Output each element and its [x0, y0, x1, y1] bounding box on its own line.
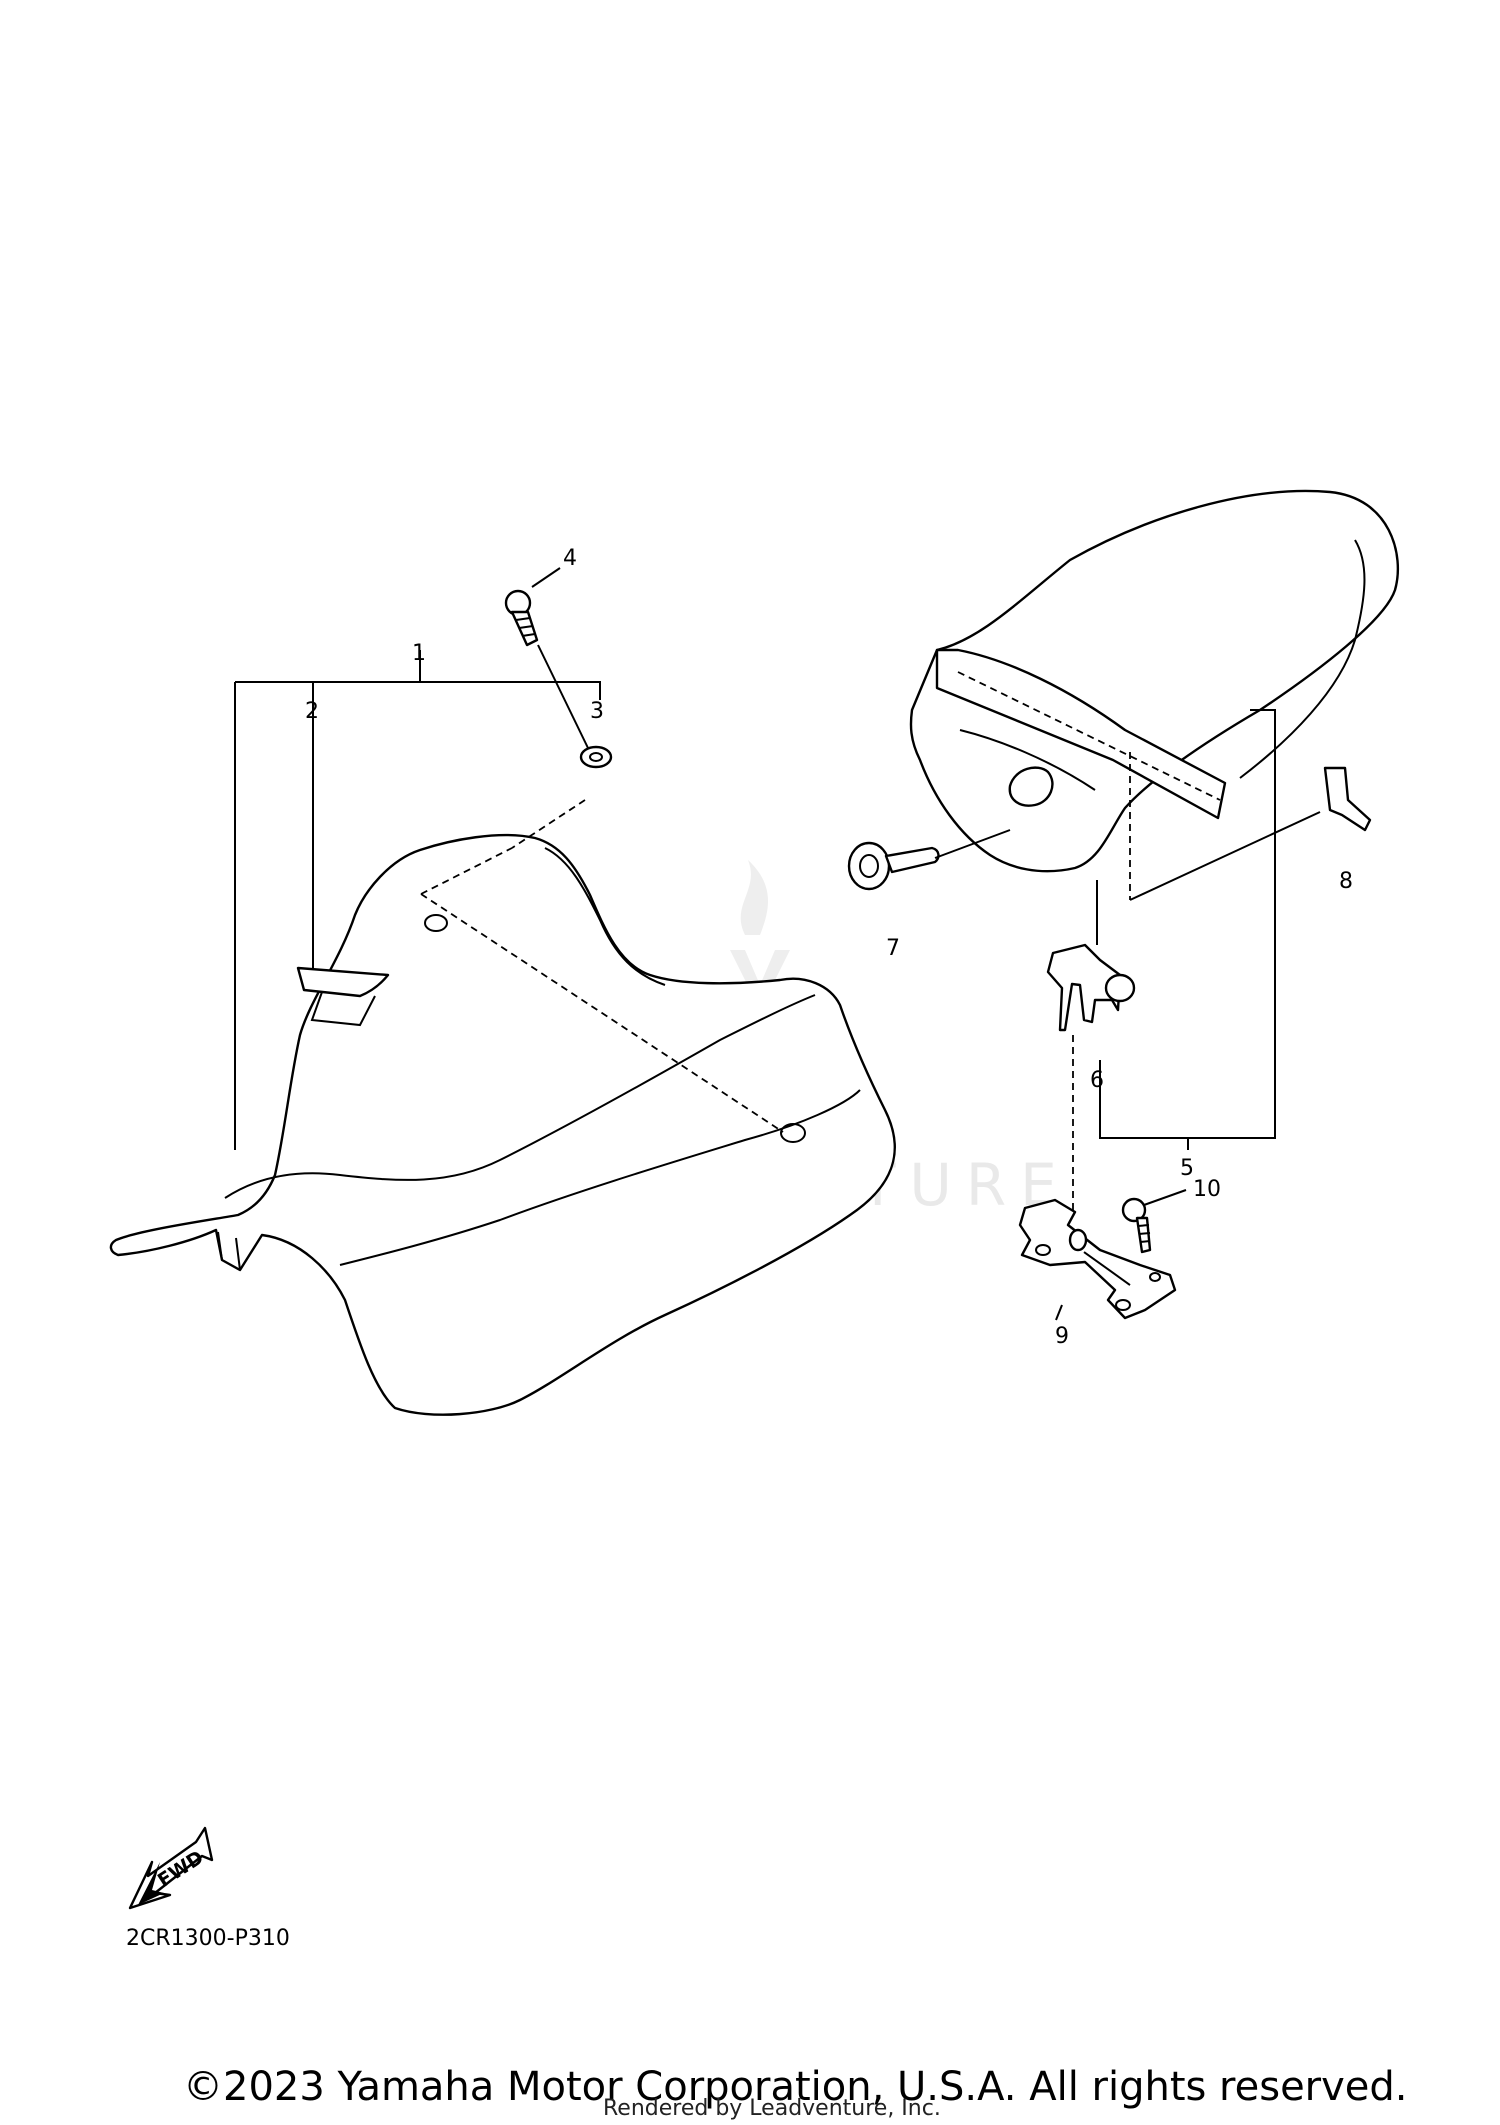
- front-bolt[interactable]: [504, 589, 539, 647]
- key-cylinder[interactable]: [847, 829, 1011, 891]
- front-collar[interactable]: [537, 644, 613, 769]
- seat-clip[interactable]: [1129, 766, 1372, 901]
- part-label-4: 4: [563, 546, 577, 571]
- part-label-5: 5: [1180, 1156, 1194, 1181]
- seat-lock[interactable]: [1046, 880, 1136, 1215]
- rendered-by-notice: Rendered by Leadventure, Inc.: [603, 2096, 941, 2121]
- copyright-notice: ©2023 Yamaha Motor Corporation, U.S.A. A…: [183, 2064, 1408, 2110]
- seat-tab: [296, 966, 390, 998]
- front-seat[interactable]: [109, 799, 897, 1416]
- diagram-code: 2CR1300-P310: [126, 1926, 290, 1951]
- rear-seat[interactable]: [909, 489, 1399, 900]
- part-label-2: 2: [305, 699, 319, 724]
- part-label-6: 6: [1090, 1068, 1104, 1093]
- part-label-8: 8: [1339, 869, 1353, 894]
- part-label-3: 3: [590, 699, 604, 724]
- lock-bracket[interactable]: [1018, 1198, 1177, 1320]
- part-label-9: 9: [1055, 1324, 1069, 1349]
- part-label-1: 1: [412, 641, 426, 666]
- part-label-7: 7: [886, 936, 900, 961]
- fwd-arrow-icon: FWD: [128, 1826, 214, 1910]
- part-label-10: 10: [1193, 1177, 1221, 1202]
- bracket-screw[interactable]: [1121, 1189, 1187, 1254]
